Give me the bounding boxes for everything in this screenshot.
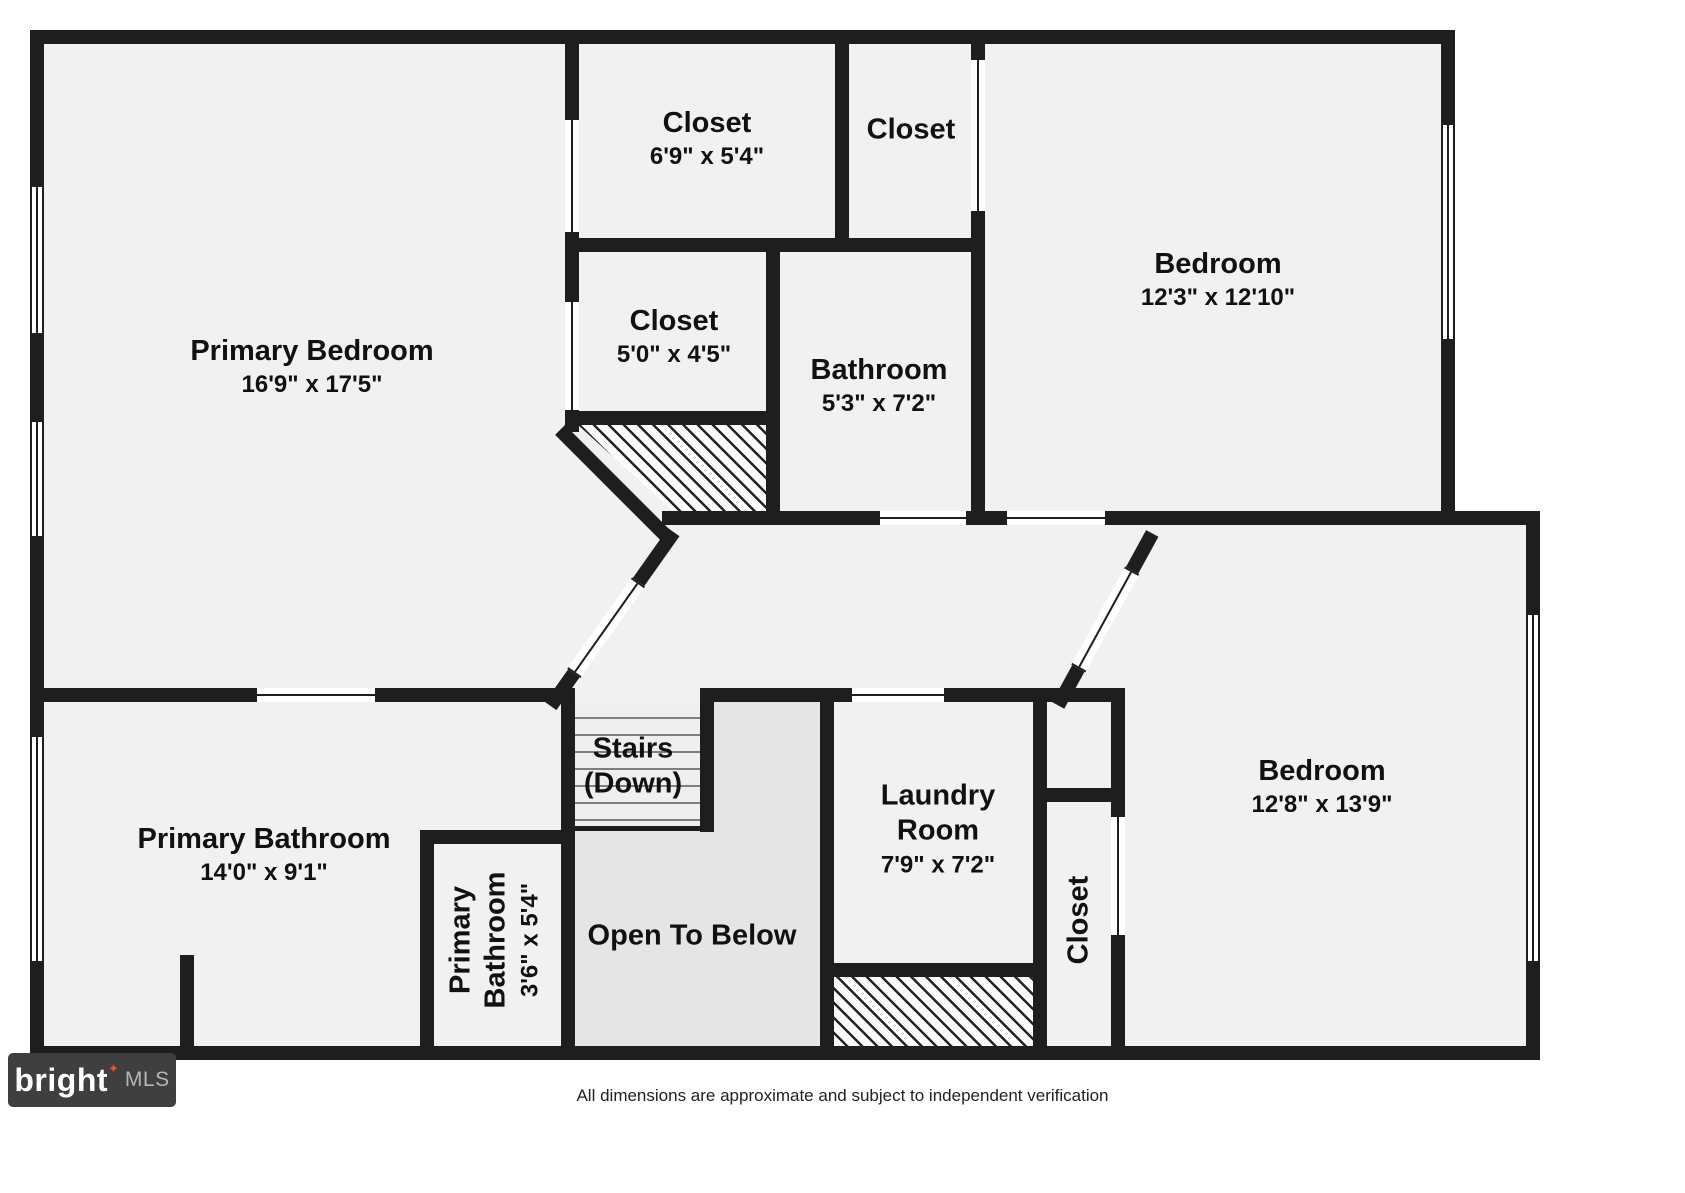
room-label-primary-bathroom: Primary Bathroom 14'0" x 9'1" <box>137 822 390 890</box>
bright-mls-logo: bright ✦ MLS <box>8 1053 176 1107</box>
wall-open-below-left <box>561 688 575 1046</box>
room-label-closet-top-small: Closet <box>867 112 956 147</box>
window-primary-bedroom-1 <box>30 185 44 335</box>
door-opening-closet-mid <box>565 300 579 412</box>
room-subname: (Down) <box>583 768 683 800</box>
hatch-stairwell-bottom <box>834 977 1033 1046</box>
disclaimer-text: All dimensions are approximate and subje… <box>576 1086 1109 1105</box>
wall-stairs-bottom-line <box>575 826 700 831</box>
room-name: Bedroom <box>1154 248 1282 281</box>
room-label-open-to-below: Open To Below <box>588 918 797 953</box>
room-dims: 12'8" x 13'9" <box>1251 791 1393 819</box>
room-dims: 6'9" x 5'4" <box>649 143 765 171</box>
room-name: Primary Bedroom <box>190 335 434 368</box>
room-name: Bathroom <box>810 354 948 387</box>
wall-closet-laundry-top <box>1033 788 1125 802</box>
room-name: Bedroom <box>1258 755 1386 788</box>
wall-closets-divider <box>835 30 849 252</box>
room-label-closet-top: Closet 6'9" x 5'4" <box>650 106 764 174</box>
window-bedroom-bottom <box>1526 613 1540 963</box>
stairs-treads <box>575 702 700 828</box>
room-label-closet-mid: Closet 5'0" x 4'5" <box>617 304 731 372</box>
wall-small-bathroom-top <box>420 830 575 844</box>
room-label-primary-bathroom-small: Primary Bathroom 3'6" x 5'4" <box>443 840 546 1040</box>
room-name: Primary Bathroom <box>137 823 391 856</box>
room-dims: 3'6" x 5'4" <box>516 882 544 998</box>
door-opening-laundry <box>850 688 946 702</box>
room-label-bedroom-bottom: Bedroom 12'8" x 13'9" <box>1252 754 1393 822</box>
wall-exterior-top <box>30 30 1455 44</box>
wall-primary-bathroom-stub <box>180 955 194 1046</box>
wall-bathroom-left <box>766 245 780 525</box>
room-name: Open To Below <box>587 919 797 952</box>
room-label-stairs: Stairs (Down) <box>584 732 682 803</box>
room-name: Closet <box>629 305 719 338</box>
door-opening-bathroom <box>878 511 968 525</box>
wall-bathroom-right <box>971 245 985 525</box>
room-dims: 16'9" x 17'5" <box>241 371 383 399</box>
room-name: Closet <box>866 113 956 146</box>
room-label-laundry: Laundry Room 7'9" x 7'2" <box>848 778 1028 881</box>
room-dims: 5'0" x 4'5" <box>616 341 732 369</box>
door-opening-bedroom-top <box>1005 511 1107 525</box>
door-opening-closet-top <box>565 118 579 234</box>
room-label-closet-laundry: Closet <box>1061 876 1096 965</box>
room-dims: 12'3" x 12'10" <box>1140 284 1296 312</box>
logo-brand-text: bright <box>14 1061 109 1098</box>
floor-fill-right-extension <box>1448 518 1533 1053</box>
wall-closets-bottom <box>565 238 985 252</box>
window-primary-bedroom-2 <box>30 420 44 538</box>
wall-small-bathroom-left <box>420 830 434 1046</box>
room-dims: 14'0" x 9'1" <box>200 859 328 887</box>
window-primary-bathroom <box>30 735 44 963</box>
logo-star-icon: ✦ <box>108 1061 119 1076</box>
wall-laundry-bottom <box>820 963 1047 977</box>
room-label-primary-bedroom: Primary Bedroom 16'9" x 17'5" <box>190 334 433 402</box>
room-label-bathroom: Bathroom 5'3" x 7'2" <box>811 353 948 421</box>
room-name: Closet <box>662 107 752 140</box>
room-name: Laundry Room <box>880 779 996 847</box>
wall-laundry-right <box>1033 695 1047 1046</box>
room-label-bedroom-top: Bedroom 12'3" x 12'10" <box>1141 247 1295 315</box>
door-opening-closet-top-small <box>971 58 985 213</box>
wall-laundry-left <box>820 695 834 1046</box>
door-opening-closet-laundry <box>1111 815 1125 937</box>
room-name: Stairs <box>592 732 674 765</box>
room-name: Primary Bathroom <box>444 871 512 1009</box>
door-opening-primary-bathroom <box>255 688 377 702</box>
room-dims: 7'9" x 7'2" <box>880 851 996 879</box>
logo-suffix-text: MLS <box>124 1068 170 1091</box>
wall-exterior-bottom <box>30 1046 1540 1060</box>
window-bedroom-top <box>1441 123 1455 341</box>
room-name: Closet <box>1062 875 1095 965</box>
wall-closet-mid-bottom <box>565 411 780 425</box>
room-dims: 5'3" x 7'2" <box>821 390 937 418</box>
wall-stairwell-right <box>700 695 714 832</box>
